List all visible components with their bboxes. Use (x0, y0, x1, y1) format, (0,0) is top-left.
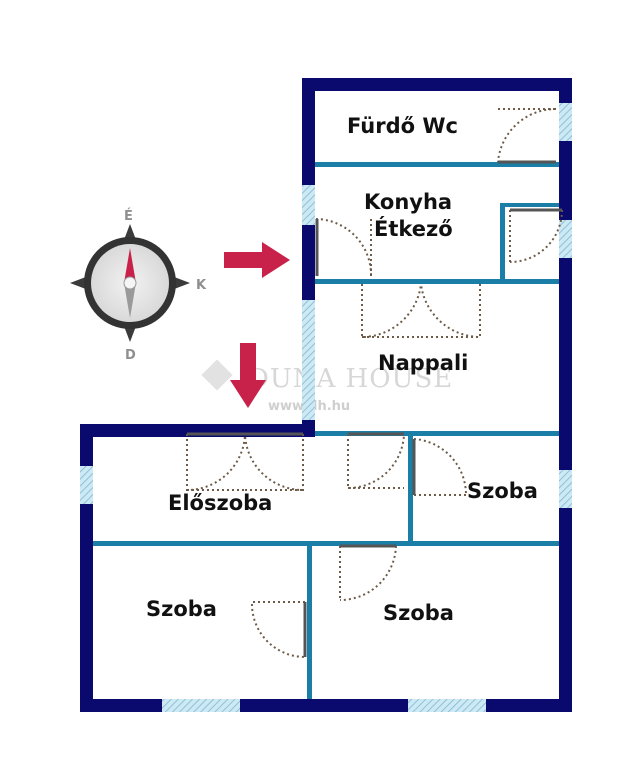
room-label-szoba-bottom-right: Szoba (383, 601, 454, 625)
watermark-logo-icon (201, 359, 233, 391)
door-swing (250, 601, 306, 658)
room-label-etkezo: Étkező (374, 216, 453, 241)
window (408, 699, 486, 712)
window (302, 185, 315, 225)
inner-wall (307, 546, 312, 699)
room-label-eloszoba: Előszoba (168, 491, 272, 515)
door-swing (244, 433, 304, 492)
window (80, 466, 93, 504)
room-label-szoba-bottom-left: Szoba (146, 597, 217, 621)
compass-south-label: D (125, 348, 136, 363)
compass-icon (70, 224, 190, 342)
door-swing (347, 433, 405, 490)
watermark: DUNA HOUSE www.dh.hu (201, 359, 453, 414)
door-swing (420, 283, 481, 339)
door-swing (361, 283, 422, 339)
inner-wall (505, 203, 559, 207)
door-swing (413, 438, 468, 496)
window (559, 103, 572, 141)
arrow-down-icon (230, 343, 266, 408)
compass: É K D (70, 208, 207, 363)
door-swing (497, 107, 557, 163)
window (302, 300, 315, 420)
door-swing (186, 433, 246, 492)
inner-walls (93, 162, 559, 699)
outer-wall-upper-top (302, 78, 572, 91)
arrow-right-icon (224, 242, 290, 278)
room-label-szoba-right: Szoba (467, 479, 538, 503)
room-labels: Fürdő Wc Konyha Étkező Nappali Előszoba … (146, 114, 538, 625)
room-label-furdo: Fürdő Wc (347, 114, 458, 138)
inner-wall (93, 541, 559, 546)
room-label-nappali: Nappali (378, 351, 468, 375)
window (559, 220, 572, 258)
compass-needle-south (124, 283, 136, 318)
inner-wall (315, 431, 559, 436)
doors (186, 107, 563, 658)
compass-north-label: É (124, 208, 133, 224)
inner-wall (315, 279, 559, 284)
door-swing (339, 545, 397, 601)
outer-wall-right (559, 78, 572, 712)
door-swing (509, 209, 563, 263)
inner-wall (408, 436, 413, 546)
compass-needle-north (124, 248, 136, 283)
watermark-brand: DUNA HOUSE (248, 364, 453, 394)
inner-wall (315, 162, 559, 167)
windows (80, 103, 572, 712)
window (162, 699, 240, 712)
entrance-arrows (224, 242, 290, 408)
compass-east-label: K (196, 278, 207, 293)
inner-wall (500, 203, 505, 283)
outer-wall-bottom (80, 699, 572, 712)
room-label-konyha: Konyha (364, 190, 452, 214)
window (559, 470, 572, 508)
door-swing (315, 218, 373, 277)
